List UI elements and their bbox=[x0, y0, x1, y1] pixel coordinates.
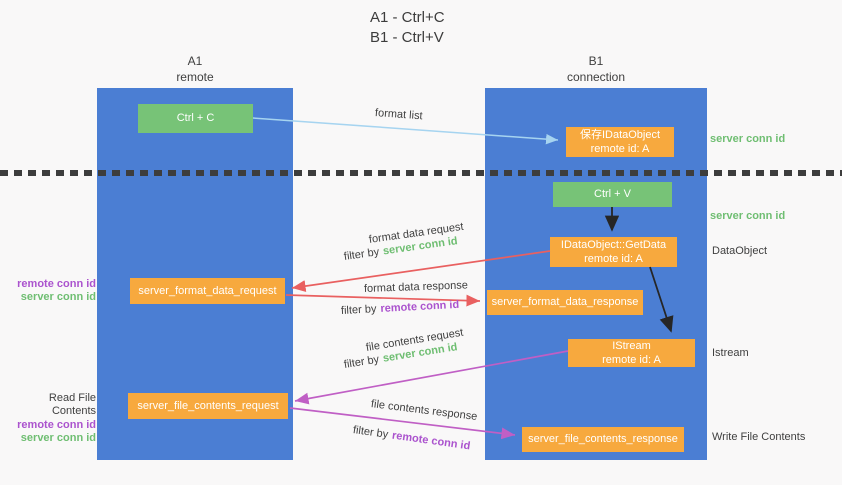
getdata-line1: IDataObject::GetData bbox=[560, 238, 667, 251]
getdata-line2: remote id: A bbox=[584, 253, 643, 265]
istream-line1: IStream bbox=[612, 339, 651, 352]
istream-side-label: Istream bbox=[712, 347, 749, 359]
idataobject-getdata-box: IDataObject::GetData remote id: A bbox=[550, 237, 677, 267]
ctrl-v-box: Ctrl + V bbox=[553, 182, 672, 207]
column-b1-header: B1 connection bbox=[485, 54, 707, 85]
server-file-contents-request-box: server_file_contents_request bbox=[128, 393, 288, 419]
format-conn-id-block: remote conn id server conn id bbox=[5, 278, 96, 305]
ctrl-c-box: Ctrl + C bbox=[138, 104, 253, 133]
server-file-contents-response-box: server_file_contents_response bbox=[522, 427, 684, 452]
file-contents-response-text: file contents response bbox=[370, 398, 478, 423]
file-response-label: server_file_contents_response bbox=[528, 433, 678, 446]
column-a1-header: A1 remote bbox=[97, 54, 293, 85]
remote-conn-id-text: remote conn id bbox=[391, 429, 471, 453]
read-file-contents-label: Read File Contents bbox=[48, 392, 96, 418]
diagram-title: A1 - Ctrl+C B1 - Ctrl+V bbox=[370, 8, 445, 49]
read-file-contents-block: Read File Contents remote conn id server… bbox=[5, 392, 96, 446]
ctrl-c-label: Ctrl + C bbox=[176, 112, 215, 125]
column-b1-role: connection bbox=[566, 69, 626, 84]
save-idataobject-line1: 保存IDataObject bbox=[579, 128, 661, 141]
filter-by-text: filter by bbox=[343, 246, 380, 263]
filter-by-text: filter by bbox=[352, 424, 389, 441]
column-a1-role: remote bbox=[176, 69, 214, 84]
save-idataobject-line2: remote id: A bbox=[590, 143, 650, 155]
column-a1-name: A1 bbox=[187, 54, 203, 68]
server-conn-id-top-label: server conn id bbox=[710, 133, 786, 145]
remote-conn-id-text: remote conn id bbox=[380, 298, 460, 315]
istream-line2: remote id: A bbox=[602, 354, 661, 366]
server-format-data-response-box: server_format_data_response bbox=[487, 290, 643, 315]
file-contents-response-label: file contents response bbox=[370, 398, 478, 423]
filter-by-text: filter by bbox=[343, 353, 380, 371]
column-b1-name: B1 bbox=[588, 54, 604, 68]
format-request-label: server_format_data_request bbox=[138, 284, 277, 297]
server-conn-id-left-label2: server conn id bbox=[20, 432, 96, 445]
format-list-text: format list bbox=[374, 107, 423, 123]
filter-by-text: filter by bbox=[340, 303, 377, 317]
format-response-label: server_format_data_response bbox=[491, 296, 639, 309]
format-list-label: format list bbox=[375, 107, 423, 122]
dotted-separator bbox=[0, 170, 842, 176]
dataobject-label: DataObject bbox=[712, 245, 768, 257]
save-idataobject-box: 保存IDataObject remote id: A bbox=[566, 127, 674, 157]
file-request-label: server_file_contents_request bbox=[137, 399, 279, 412]
write-file-contents-label: Write File Contents bbox=[712, 431, 806, 443]
diagram-title-line1: A1 - Ctrl+C bbox=[370, 9, 445, 26]
remote-conn-id-left-label2: remote conn id bbox=[17, 418, 96, 431]
server-format-data-request-box: server_format_data_request bbox=[130, 278, 285, 304]
diagram-title-line2: B1 - Ctrl+V bbox=[370, 29, 444, 47]
remote-conn-id-left-label: remote conn id bbox=[17, 278, 96, 290]
ctrl-v-label: Ctrl + V bbox=[594, 188, 631, 201]
istream-box: IStream remote id: A bbox=[568, 339, 695, 367]
server-conn-id-left-label: server conn id bbox=[20, 291, 96, 304]
server-conn-id-mid-label: server conn id bbox=[710, 210, 786, 222]
format-data-response-label: format data response bbox=[364, 279, 468, 295]
format-data-response-text: format data response bbox=[363, 279, 469, 295]
